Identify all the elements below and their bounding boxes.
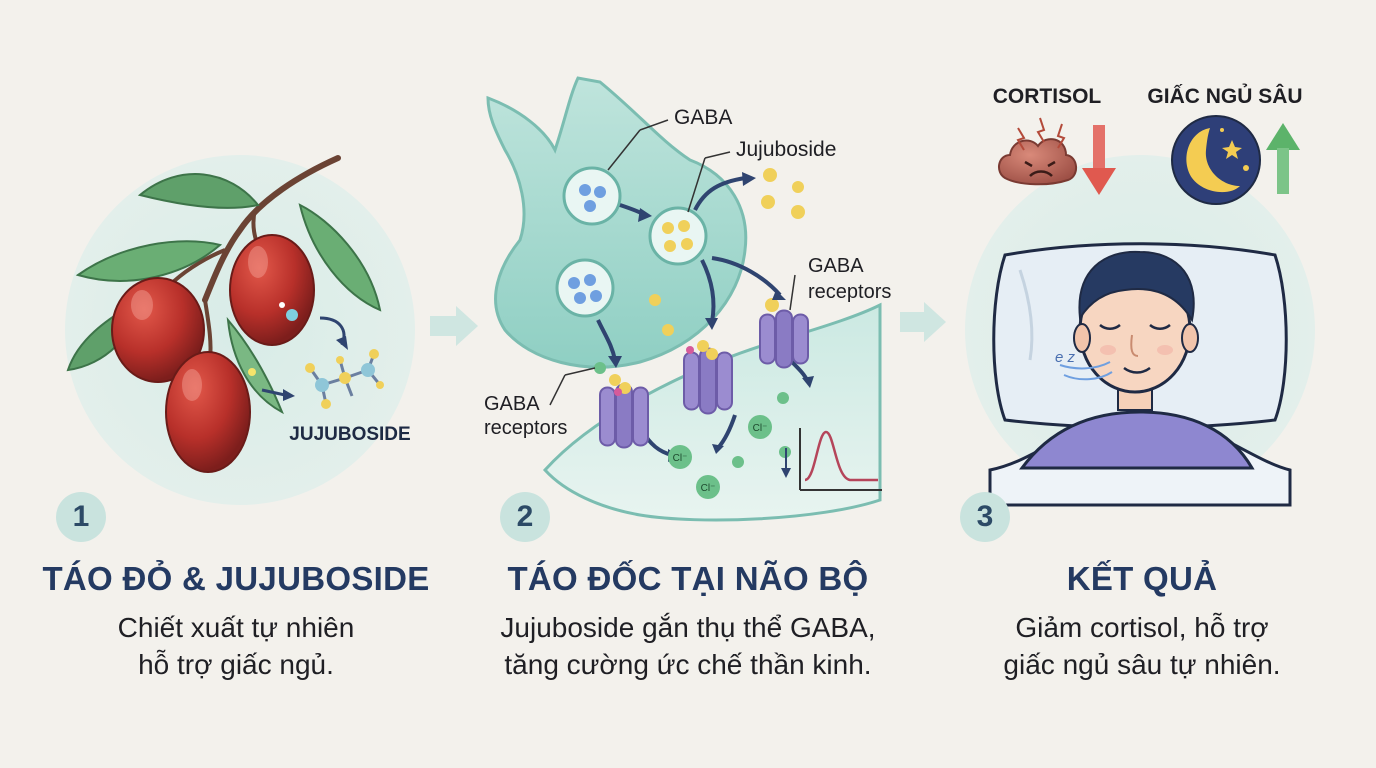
label-jujuboside-caps: JUJUBOSIDE — [289, 424, 410, 445]
cortisol-stress-icon — [998, 117, 1077, 186]
label-gaba: GABA — [674, 106, 732, 129]
panel-1-illustration: JUJUBOSIDE — [65, 155, 415, 505]
shirt — [1019, 410, 1255, 470]
moon-stars-icon — [1171, 115, 1261, 205]
step-2-badge: 2 — [500, 492, 550, 542]
label-jujuboside: Jujuboside — [736, 138, 836, 161]
label-gaba-receptors-left-2: receptors — [484, 417, 567, 439]
step-1-description: Chiết xuất tự nhiên hỗ trợ giấc ngủ. — [6, 609, 466, 683]
label-gaba-receptors-right-2: receptors — [808, 281, 891, 303]
label-gaba-receptors-right-1: GABA — [808, 255, 864, 277]
label-deep-sleep: GIẤC NGỦ SÂU — [1147, 84, 1302, 108]
step-3-title: KẾT QUẢ — [1066, 560, 1218, 597]
label-cortisol: CORTISOL — [993, 85, 1102, 108]
snore-letters: e z — [1055, 349, 1076, 366]
sparkle-icon — [248, 302, 298, 376]
gaba-vesicle — [555, 258, 615, 318]
sleeping-person-icon — [1073, 250, 1199, 411]
gaba-receptor — [683, 340, 733, 415]
panel-3-illustration: e z CORTISOL GIẤC NGỦ SÂU — [965, 84, 1315, 507]
panel-2-illustration: Cl⁻ Cl⁻ Cl⁻ GABA Jujuboside GABA recepto… — [484, 76, 891, 522]
step-1-description-line1: Chiết xuất tự nhiên — [117, 612, 355, 643]
breath-lines — [1059, 361, 1113, 381]
step-2-title: TÁO ĐỐC TẠI NÃO BỘ — [507, 560, 869, 597]
chloride-ions: Cl⁻ Cl⁻ Cl⁻ — [594, 362, 791, 499]
jujube-berry — [111, 277, 205, 383]
chloride-label: Cl⁻ — [701, 483, 716, 494]
step-3-description-line1: Giảm cortisol, hỗ trợ — [1015, 612, 1269, 643]
step-3-description: Giảm cortisol, hỗ trợ giấc ngủ sâu tự nh… — [912, 609, 1372, 683]
chloride-label: Cl⁻ — [753, 423, 768, 434]
chloride-label: Cl⁻ — [673, 453, 688, 464]
gaba-receptor — [599, 374, 649, 449]
label-gaba-receptors-left-1: GABA — [484, 393, 540, 415]
arrow-right-icon — [900, 302, 946, 342]
step-1-title: TÁO ĐỎ & JUJUBOSIDE — [42, 560, 430, 597]
arrow-right-icon — [430, 306, 478, 346]
step-2-description: Jujuboside gắn thụ thể GABA, tăng cường … — [458, 609, 918, 683]
jujube-berry — [165, 351, 251, 473]
molecule-icon — [305, 349, 384, 409]
jujuboside-particles — [649, 168, 805, 336]
arrow-down-icon — [1082, 125, 1116, 195]
step-2-description-line2: tăng cường ức chế thần kinh. — [504, 649, 872, 680]
step-2-description-line1: Jujuboside gắn thụ thể GABA, — [500, 612, 876, 643]
jujube-berry — [229, 234, 315, 346]
jujube-branch-icon — [66, 155, 382, 473]
gaba-receptor — [759, 309, 809, 369]
step-1-badge: 1 — [56, 492, 106, 542]
neuron-synapse-icon — [486, 76, 748, 369]
signal-graph-icon — [781, 428, 882, 491]
step-3-description-line2: giấc ngủ sâu tự nhiên. — [1003, 649, 1281, 680]
step-1-description-line2: hỗ trợ giấc ngủ. — [138, 649, 334, 680]
arrow-up-icon — [1266, 123, 1300, 194]
step-3-badge: 3 — [960, 492, 1010, 542]
jujuboside-vesicle — [648, 206, 708, 266]
gaba-vesicle — [562, 166, 622, 226]
